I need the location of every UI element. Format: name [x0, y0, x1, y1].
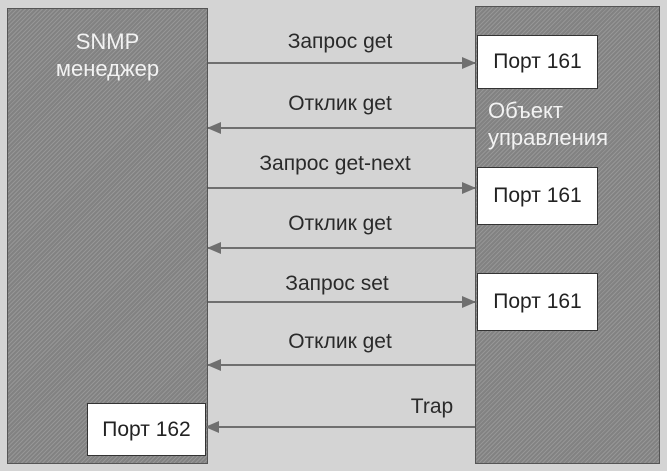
agent-port-box: Порт 161 [477, 273, 598, 331]
agent-title-line1: Объект [488, 98, 563, 123]
manager-title-line1: SNMP [75, 29, 140, 54]
manager-title: SNMP менеджер [8, 28, 207, 82]
manager-title-line2: менеджер [55, 56, 160, 81]
manager-port-box: Порт 162 [87, 403, 206, 456]
message-label: Запрос get [287, 30, 393, 53]
message-label: Запрос get-next [259, 152, 411, 175]
message-label: Отклик get [288, 212, 392, 235]
message-label: Отклик get [288, 92, 392, 115]
agent-title: Объект управления [488, 97, 658, 151]
message-label: Отклик get [288, 330, 392, 353]
agent-title-line2: управления [488, 125, 608, 150]
agent-port-box: Порт 161 [477, 35, 598, 89]
agent-port-box: Порт 161 [477, 167, 598, 225]
snmp-manager-block: SNMP менеджер [7, 8, 208, 464]
message-label: Запрос set [285, 272, 389, 295]
message-label: Trap [410, 395, 454, 418]
